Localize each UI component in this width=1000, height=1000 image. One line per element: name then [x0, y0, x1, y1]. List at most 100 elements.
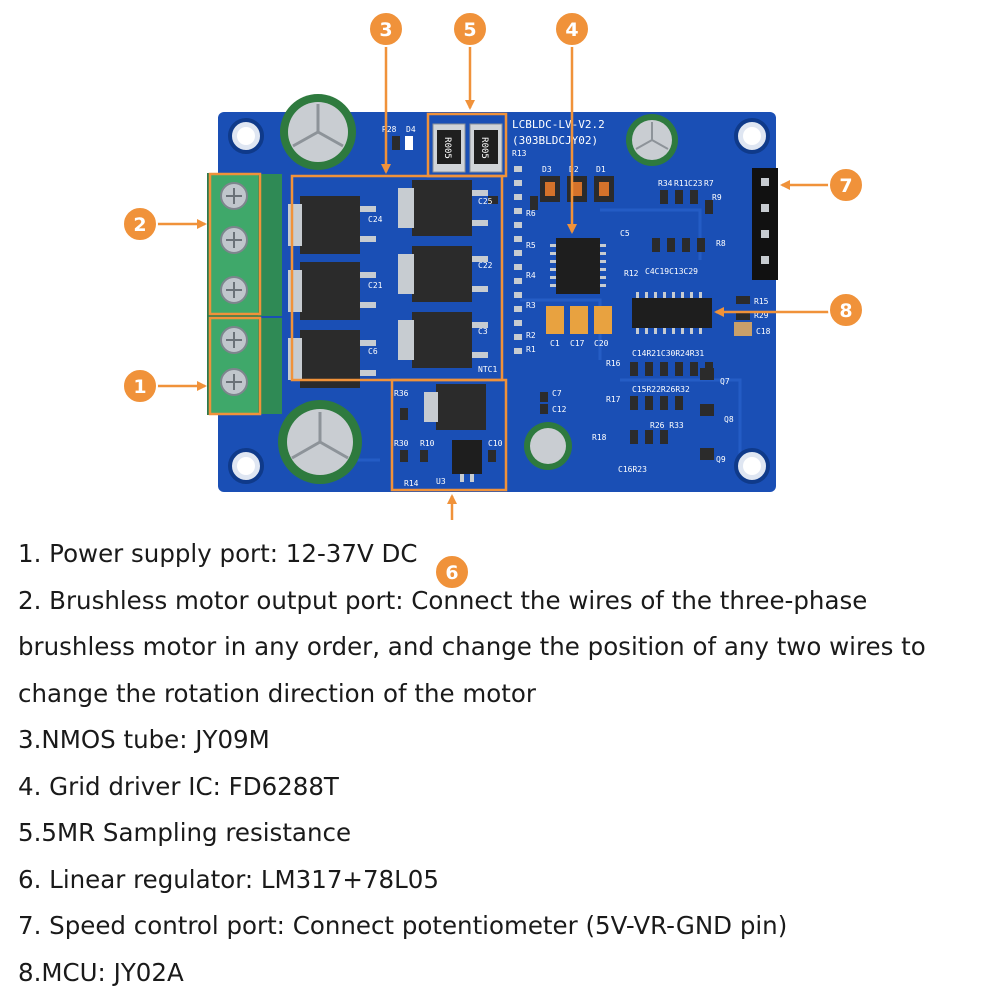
label-r2: R2	[526, 331, 536, 340]
description-list: 1. Power supply port: 12-37V DC 2. Brush…	[18, 531, 993, 996]
description-sampling-resistance: 5.5MR Sampling resistance	[18, 818, 352, 847]
label-c20: C20	[594, 339, 609, 348]
label-u3: U3	[436, 477, 446, 486]
regulator-area	[400, 384, 496, 482]
label-c14r21c30r24r31: C14R21C30R24R31	[632, 349, 704, 358]
label-r1: R1	[526, 345, 536, 354]
label-c16r23: C16R23	[618, 465, 647, 474]
label-c12: C12	[552, 405, 567, 414]
description-gate-driver: 4. Grid driver IC: FD6288T	[18, 771, 339, 801]
board-subtitle: (303BLDCJY02)	[512, 134, 598, 147]
label-c3: C3	[478, 327, 488, 336]
label-c5: C5	[620, 229, 630, 238]
label-r10: R10	[420, 439, 435, 448]
electrolytic-capacitor-bottom-right	[524, 422, 572, 470]
label-r28: R28	[382, 125, 397, 134]
power-terminal-block	[207, 317, 282, 415]
label-r34: R34	[658, 179, 673, 188]
description-motor-output-line-3: change the rotation direction of the mot…	[18, 678, 536, 708]
sampling-resistors: R005 R005	[432, 123, 503, 173]
callout-badge-2: 2	[122, 206, 158, 242]
callout-number-1: 1	[133, 376, 146, 398]
label-q9: Q9	[716, 455, 726, 464]
description-linear-regulator: 6. Linear regulator: LM317+78L05	[18, 864, 439, 894]
label-c21: C21	[368, 281, 383, 290]
label-d2: D2	[569, 165, 579, 174]
label-r5: R5	[526, 241, 536, 250]
callout-arrows	[157, 44, 830, 520]
label-d3: D3	[542, 165, 552, 174]
smd-components	[392, 136, 752, 460]
test-pads-column	[514, 166, 522, 354]
callout-number-7: 7	[839, 175, 852, 197]
label-r11: R11	[674, 179, 689, 188]
label-r13: R13	[512, 149, 527, 158]
description-power-supply: 1. Power supply port: 12-37V DC	[18, 539, 418, 568]
gate-driver-ic	[550, 238, 606, 294]
callout-number-3: 3	[379, 19, 392, 41]
callout-number-2: 2	[133, 214, 146, 236]
callout-number-4: 4	[565, 19, 578, 41]
driver-board-diagram: R005 R005	[122, 11, 864, 520]
mosfets-right-column	[398, 180, 488, 368]
label-c24: C24	[368, 215, 383, 224]
callout-badge-5: 5	[452, 11, 488, 47]
label-r29: R29	[754, 311, 769, 320]
diodes	[540, 176, 614, 202]
label-q7: Q7	[720, 377, 730, 386]
label-c10: C10	[488, 439, 503, 448]
electrolytic-capacitor-top-left	[280, 94, 356, 170]
callout-badge-4: 4	[554, 11, 590, 47]
label-r36: R36	[394, 389, 409, 398]
label-r6: R6	[526, 209, 536, 218]
label-c4c19c13c29: C4C19C13C29	[645, 267, 698, 276]
description-speed-control: 7. Speed control port: Connect potentiom…	[18, 911, 788, 940]
label-r8: R8	[716, 239, 726, 248]
label-c15r22r26r32: C15R22R26R32	[632, 385, 690, 394]
motor-terminal-block	[207, 173, 282, 317]
label-r4: R4	[526, 271, 536, 280]
silkscreen-labels: LCBLDC-LV-V2.2 (303BLDCJY02) R28 D4 R13 …	[368, 118, 771, 488]
electrolytic-capacitor-bottom-left	[278, 400, 362, 484]
callout-badge-1: 1	[122, 368, 158, 404]
label-d4: D4	[406, 125, 416, 134]
label-r16: R16	[606, 359, 621, 368]
highlight-box-6	[390, 378, 508, 492]
mounting-holes	[228, 118, 770, 484]
label-c7: C7	[552, 389, 562, 398]
label-ntc1: NTC1	[478, 365, 497, 374]
label-r17: R17	[606, 395, 621, 404]
label-r3: R3	[526, 301, 536, 310]
description-motor-output-line-2: brushless motor in any order, and change…	[18, 632, 926, 661]
highlight-box-2	[208, 172, 262, 316]
electrolytic-capacitor-top-right	[626, 114, 678, 166]
label-r30: R30	[394, 439, 409, 448]
resistor-marking-right: R005	[479, 137, 489, 159]
resistor-marking-left: R005	[442, 137, 452, 159]
callout-number-5: 5	[463, 19, 476, 41]
label-c23: C23	[688, 179, 703, 188]
label-c25: C25	[478, 197, 493, 206]
callout-badge-3: 3	[368, 11, 404, 47]
label-r14: R14	[404, 479, 419, 488]
label-r26r33: R26 R33	[650, 421, 684, 430]
highlight-box-5	[426, 112, 508, 178]
label-c22: C22	[478, 261, 493, 270]
description-motor-output-line-1: 2. Brushless motor output port: Connect …	[18, 585, 868, 615]
label-c1: C1	[550, 339, 560, 348]
callout-badge-8: 8	[828, 292, 864, 328]
highlight-box-1	[208, 316, 262, 416]
label-q8: Q8	[724, 415, 734, 424]
callout-badge-7: 7	[828, 167, 864, 203]
tantalum-capacitors	[546, 306, 612, 334]
speed-control-header	[752, 168, 778, 280]
description-mcu: 8.MCU: JY02A	[18, 957, 184, 987]
board-title: LCBLDC-LV-V2.2	[512, 118, 605, 131]
callout-number-8: 8	[839, 300, 852, 322]
label-r9: R9	[712, 193, 722, 202]
label-r18: R18	[592, 433, 607, 442]
label-d1: D1	[596, 165, 606, 174]
mcu-chip	[632, 292, 712, 334]
label-r7: R7	[704, 179, 714, 188]
description-nmos-tube: 3.NMOS tube: JY09M	[18, 725, 270, 754]
